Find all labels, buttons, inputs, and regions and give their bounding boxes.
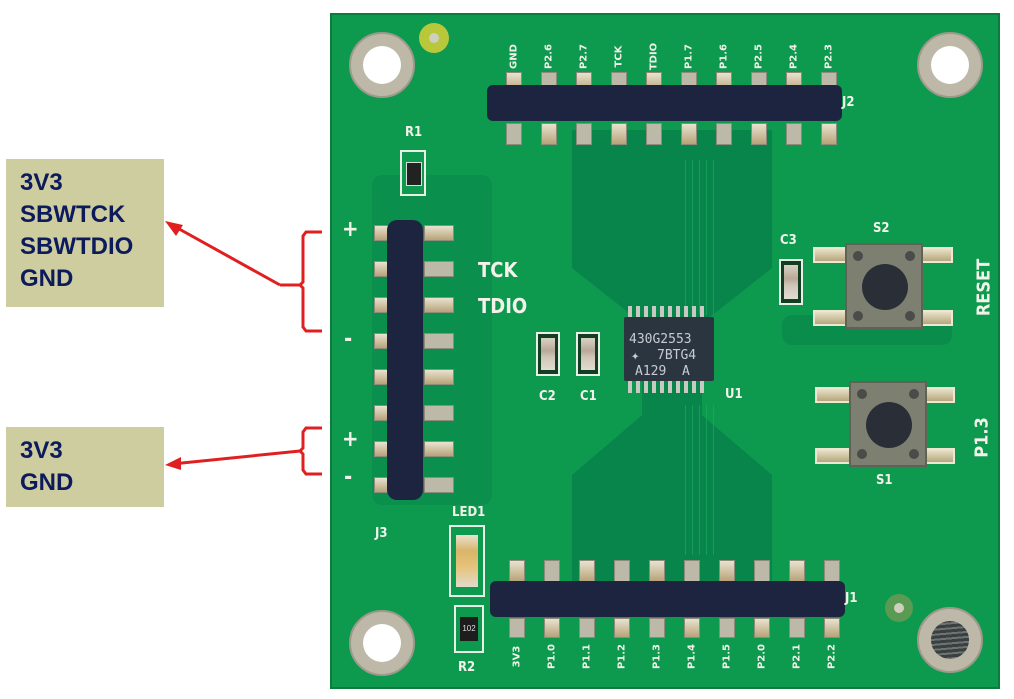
j1-pin-label: P1.5 [721, 643, 733, 670]
power-pins-callout: 3V3 GND [6, 427, 164, 507]
chip-date-code: A129 A [635, 364, 690, 379]
programming-pins-callout: 3V3 SBWTCK SBWTDIO GND [6, 159, 164, 307]
j1-pin-label: P1.2 [616, 643, 628, 670]
mounting-hole-bottom-left [349, 610, 415, 676]
j3-mark-minus: - [344, 327, 353, 352]
c2-label: C2 [539, 389, 556, 404]
j1-pin-label: P1.0 [546, 643, 558, 670]
led1 [449, 525, 485, 597]
callout-line-sbwtck: SBWTCK [20, 201, 126, 228]
callout-line-gnd: GND [20, 265, 74, 292]
u1-label: U1 [725, 387, 743, 402]
bracket-power [297, 426, 322, 476]
j1-pin-label: P1.4 [686, 643, 698, 670]
j3-mark-minus: - [344, 465, 353, 490]
r1-label: R1 [405, 125, 423, 140]
r2-marking: 102 [460, 617, 478, 641]
callout-arrows [165, 221, 322, 476]
j2-pin-label: P2.5 [753, 43, 765, 70]
j2-ref-label: J2 [842, 95, 855, 110]
capacitor-c3 [779, 259, 803, 305]
fiducial-top [419, 23, 449, 53]
resistor-r1 [400, 150, 426, 196]
capacitor-c2 [536, 332, 560, 376]
j2-pin-label: TDIO [648, 42, 660, 71]
callout-line-3v3: 3V3 [20, 169, 63, 196]
mounting-hole-top-right [917, 32, 983, 98]
fiducial-bottom [885, 594, 913, 622]
reset-label: RESET [973, 258, 995, 317]
j1-pin-label: P2.1 [791, 643, 803, 670]
j2-pin-label: P2.7 [578, 43, 590, 70]
mounting-hole-bottom-right [917, 607, 983, 673]
j1-pin-label: P1.3 [651, 643, 663, 670]
j1-ref-label: J1 [845, 591, 858, 606]
j2-pin-label: P2.3 [823, 43, 835, 70]
resistor-r2: 102 [454, 605, 484, 653]
j3-ref-label: J3 [375, 526, 388, 541]
j3-mark-plus: + [342, 427, 359, 452]
c3-label: C3 [780, 233, 797, 248]
p13-label: P1.3 [971, 417, 993, 458]
j3-mark-plus: + [342, 217, 359, 242]
mounting-hole-top-left [349, 32, 415, 98]
callout-line-3v3: 3V3 [20, 437, 63, 464]
chip-part-number: 430G2553 [629, 332, 692, 347]
j2-pin-label: P2.6 [543, 43, 555, 70]
tdio-label: TDIO [478, 294, 528, 318]
tck-label: TCK [478, 258, 518, 282]
led1-label: LED1 [452, 505, 486, 520]
j2-pin-label: P1.6 [718, 43, 730, 70]
reset-button-s2[interactable] [845, 243, 923, 329]
s2-label: S2 [873, 221, 890, 236]
j2-pin-label: P2.4 [788, 43, 800, 70]
chip-lot-code: 7BTG4 [657, 348, 697, 363]
j1-pin-label: P2.0 [756, 643, 768, 670]
callout-line-gnd: GND [20, 469, 74, 496]
capacitor-c1 [576, 332, 600, 376]
j1-pin-label: P1.1 [581, 643, 593, 670]
j1-pin-label: 3V3 [511, 645, 523, 668]
r2-label: R2 [458, 660, 476, 675]
j2-pin-label: TCK [613, 45, 625, 68]
ti-logo-icon: ✦ [631, 348, 640, 364]
arrow-head-power [165, 457, 181, 470]
j2-pin-label: P1.7 [683, 43, 695, 70]
j1-pin-label: P2.2 [826, 643, 838, 670]
arrow-head-programming [165, 221, 183, 236]
s1-label: S1 [876, 473, 893, 488]
p13-button-s1[interactable] [849, 381, 927, 467]
j2-pin-label: GND [508, 44, 520, 69]
callout-line-sbwtdio: SBWTDIO [20, 233, 134, 260]
c1-label: C1 [580, 389, 597, 404]
pcb-board: GND P2.6 P2.7 TCK TDIO P1.7 P1.6 P2.5 P2… [330, 13, 1000, 689]
bracket-programming [297, 230, 322, 333]
